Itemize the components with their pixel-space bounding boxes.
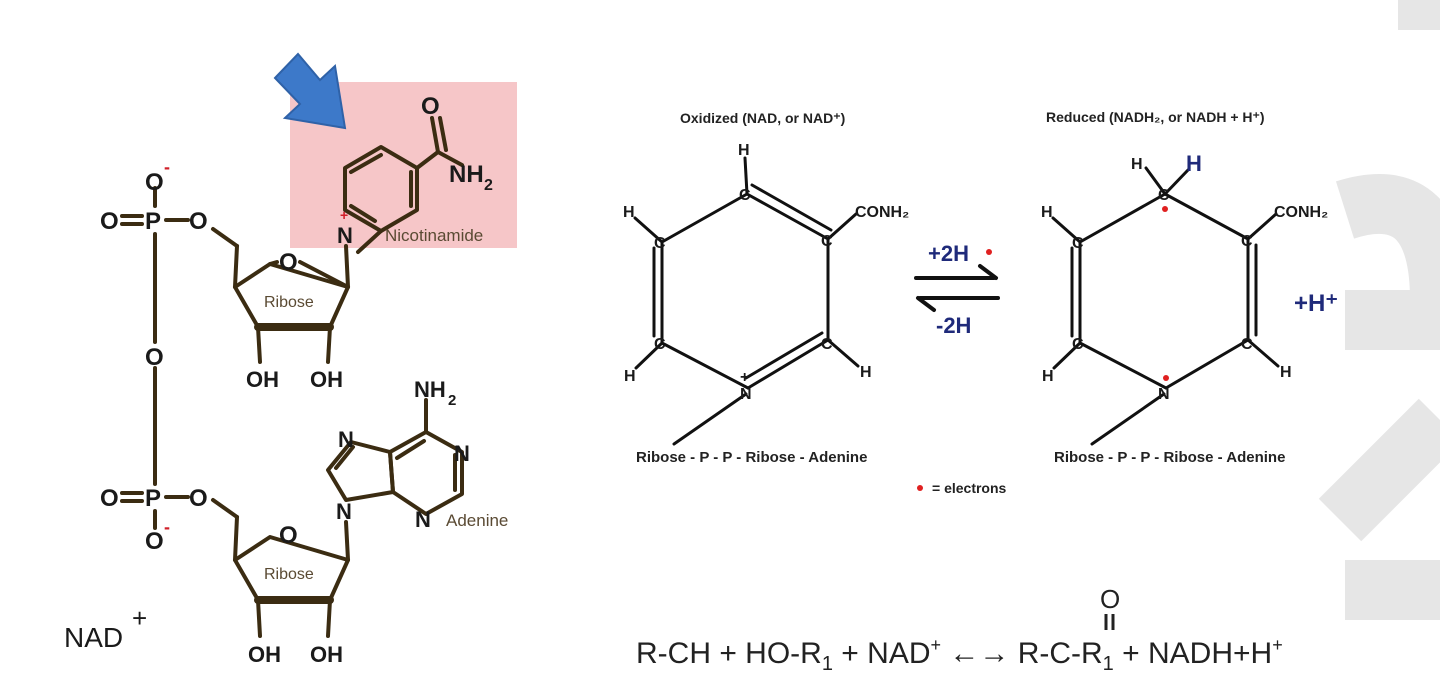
reduced-title: Reduced (NADH₂, or NADH + H⁺) bbox=[1046, 109, 1265, 125]
adenine-n1: N bbox=[454, 441, 470, 466]
reverse-label: -2H bbox=[936, 313, 971, 338]
red-h-left: H bbox=[1041, 204, 1053, 221]
ring-nitrogen-charge: + bbox=[340, 207, 348, 223]
adenine-n7: N bbox=[338, 427, 354, 452]
pointer-arrow-icon bbox=[273, 52, 347, 130]
red-c-left: C bbox=[1072, 235, 1084, 252]
upper-oh-left: OH bbox=[246, 367, 279, 392]
ox-n: N bbox=[740, 386, 752, 403]
lower-phosphate-charge: - bbox=[164, 517, 170, 537]
red-h-lower-left: H bbox=[1042, 368, 1054, 385]
red-tail: Ribose - P - P - Ribose - Adenine bbox=[1054, 449, 1285, 466]
equation-text: R-CH + HO-R1 + NAD+ ←→ R-C-R1 + NADH+H+ bbox=[636, 635, 1283, 675]
upper-phosphorus: P bbox=[145, 208, 161, 235]
lower-oh-left: OH bbox=[248, 642, 281, 667]
red-c-right: C bbox=[1241, 233, 1253, 250]
ox-h-lower-right: H bbox=[860, 364, 872, 381]
ox-h-top: H bbox=[738, 142, 750, 159]
oxidized-title: Oxidized (NAD, or NAD⁺) bbox=[680, 110, 845, 126]
ox-conh2: CONH₂ bbox=[855, 204, 909, 221]
bridge-oxygen: O bbox=[145, 344, 164, 371]
reaction-equation: R-CH + HO-R1 + NAD+ ←→ R-C-R1 + NADH+H+ … bbox=[636, 584, 1283, 675]
equilibrium-arrows bbox=[914, 264, 1000, 312]
carbonyl-oxygen: O bbox=[1100, 584, 1120, 614]
ox-h-lower-left: H bbox=[624, 368, 636, 385]
red-electron-dot-n bbox=[1163, 375, 1169, 381]
forward-electron-dot bbox=[986, 249, 992, 255]
red-conh2: CONH₂ bbox=[1274, 204, 1328, 221]
red-c-lower-right: C bbox=[1241, 336, 1253, 353]
ox-tail: Ribose - P - P - Ribose - Adenine bbox=[636, 449, 867, 466]
adenine-nh2: NH bbox=[414, 377, 446, 402]
ox-c-top: C bbox=[739, 187, 751, 204]
ox-c-lower-left: C bbox=[654, 336, 666, 353]
ox-c-left: C bbox=[654, 235, 666, 252]
legend-electron-dot bbox=[917, 485, 923, 491]
adenine-label: Adenine bbox=[446, 511, 508, 530]
upper-phosphate-o-minus: O bbox=[145, 169, 164, 196]
nad-plus-charge: + bbox=[132, 603, 147, 633]
upper-phosphate-double-o: O bbox=[100, 208, 119, 235]
lower-phosphate-ester-o: O bbox=[189, 485, 208, 512]
nicotinamide-label: Nicotinamide bbox=[385, 226, 483, 245]
watermark bbox=[1318, 0, 1440, 620]
redox-reaction: Oxidized (NAD, or NAD⁺) Reduced (NADH₂, … bbox=[623, 109, 1338, 496]
upper-ribose-label: Ribose bbox=[264, 294, 314, 311]
legend-text: = electrons bbox=[932, 480, 1007, 496]
upper-phosphate-charge: - bbox=[164, 157, 170, 177]
lower-ribose-label: Ribose bbox=[264, 566, 314, 583]
upper-phosphate-ester-o: O bbox=[189, 208, 208, 235]
lower-phosphorus: P bbox=[145, 485, 161, 512]
ox-n-charge: + bbox=[740, 369, 749, 386]
adenine-n3: N bbox=[415, 507, 431, 532]
adenine-nh2-subscript: 2 bbox=[448, 392, 456, 409]
ox-c-right: C bbox=[821, 233, 833, 250]
lower-phosphate-double-o: O bbox=[100, 485, 119, 512]
red-h-lower-right: H bbox=[1280, 364, 1292, 381]
proton-label: +H⁺ bbox=[1294, 290, 1338, 317]
lower-ring-oxygen: O bbox=[279, 522, 298, 549]
nad-plus-label: NAD bbox=[64, 622, 123, 653]
red-c-top: C bbox=[1158, 187, 1170, 204]
red-h-top: H bbox=[1131, 156, 1143, 173]
amide-nh-subscript: 2 bbox=[484, 177, 493, 194]
upper-oh-right: OH bbox=[310, 367, 343, 392]
ox-h-left: H bbox=[623, 204, 635, 221]
lower-oh-right: OH bbox=[310, 642, 343, 667]
red-electron-dot-top bbox=[1162, 206, 1168, 212]
amide-oxygen: O bbox=[421, 93, 440, 120]
red-c-lower-left: C bbox=[1072, 336, 1084, 353]
ox-c-lower-right: C bbox=[821, 336, 833, 353]
nad-structure: O NH 2 N + Nicotinamide O Ribose OH OH bbox=[64, 52, 517, 667]
lower-phosphate-o-minus: O bbox=[145, 528, 164, 555]
red-n: N bbox=[1158, 386, 1170, 403]
upper-ring-oxygen: O bbox=[279, 249, 298, 276]
ring-nitrogen: N bbox=[337, 223, 353, 248]
adenine-n9: N bbox=[336, 499, 352, 524]
red-new-h: H bbox=[1186, 151, 1202, 176]
forward-label: +2H bbox=[928, 241, 969, 266]
amide-nh: NH bbox=[449, 161, 484, 188]
